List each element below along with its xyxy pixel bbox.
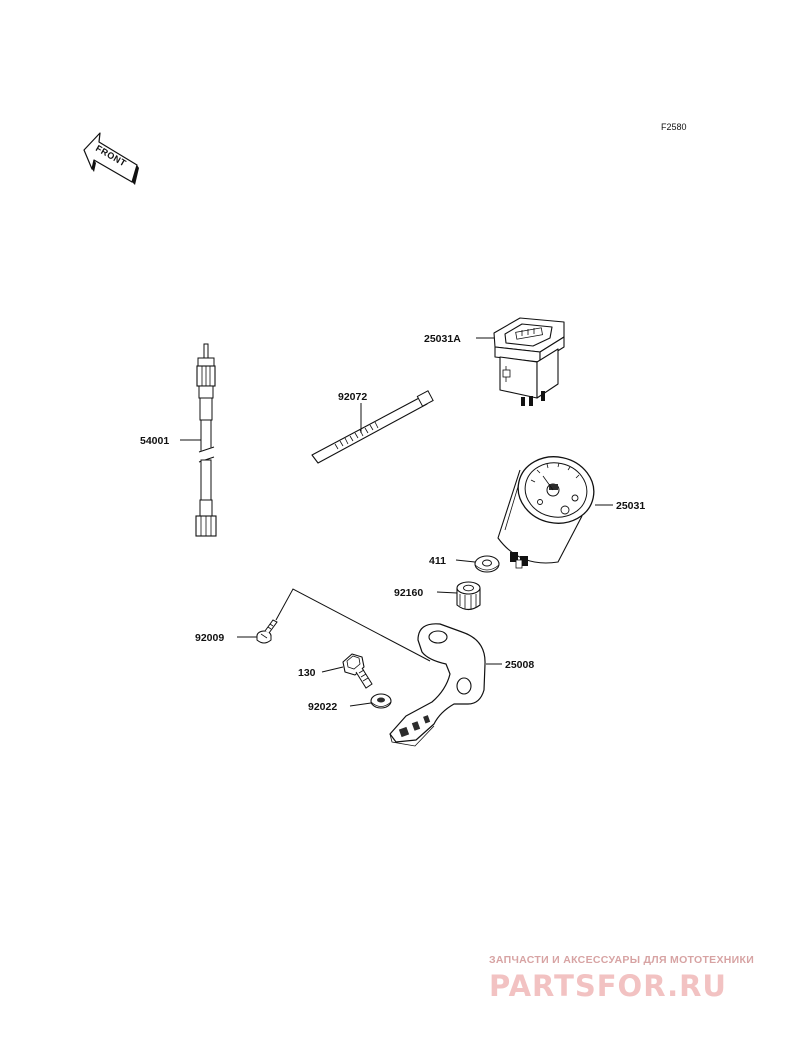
label-92160: 92160 (394, 587, 423, 599)
hour-meter-drawing (493, 317, 565, 406)
figure-code: F2580 (661, 122, 687, 132)
label-25031: 25031 (616, 500, 645, 512)
washer-92022-drawing (370, 693, 392, 709)
label-25031A: 25031A (424, 333, 461, 345)
cable-tie-drawing (311, 390, 434, 464)
leader-411 (455, 559, 476, 563)
label-25008: 25008 (505, 659, 534, 671)
assembly-line-92009 (275, 588, 431, 662)
screw-92009-drawing (256, 619, 278, 644)
damper-92160-drawing (456, 581, 481, 611)
watermark: ЗАПЧАСТИ И АКСЕССУАРЫ ДЛЯ МОТОТЕХНИКИ PA… (489, 954, 754, 1003)
label-411: 411 (429, 555, 446, 567)
watermark-logo: PARTSFOR.RU (489, 969, 727, 1003)
front-arrow-icon (83, 132, 139, 185)
watermark-caption: ЗАПЧАСТИ И АКСЕССУАРЫ ДЛЯ МОТОТЕХНИКИ (489, 954, 754, 966)
bolt-130-drawing (342, 653, 373, 689)
bracket-25008-drawing (389, 623, 486, 747)
washer-411-drawing (474, 555, 500, 573)
leader-130 (321, 666, 344, 673)
label-92072: 92072 (338, 391, 367, 403)
front-marker: FRONT (83, 132, 139, 185)
leader-92160 (436, 591, 458, 594)
meter-cable-drawing (195, 343, 217, 537)
label-130: 130 (298, 667, 316, 679)
label-54001: 54001 (140, 435, 169, 447)
label-92022: 92022 (308, 701, 337, 713)
leader-92022 (349, 702, 372, 707)
label-92009: 92009 (195, 632, 224, 644)
speedometer-drawing (497, 456, 595, 569)
